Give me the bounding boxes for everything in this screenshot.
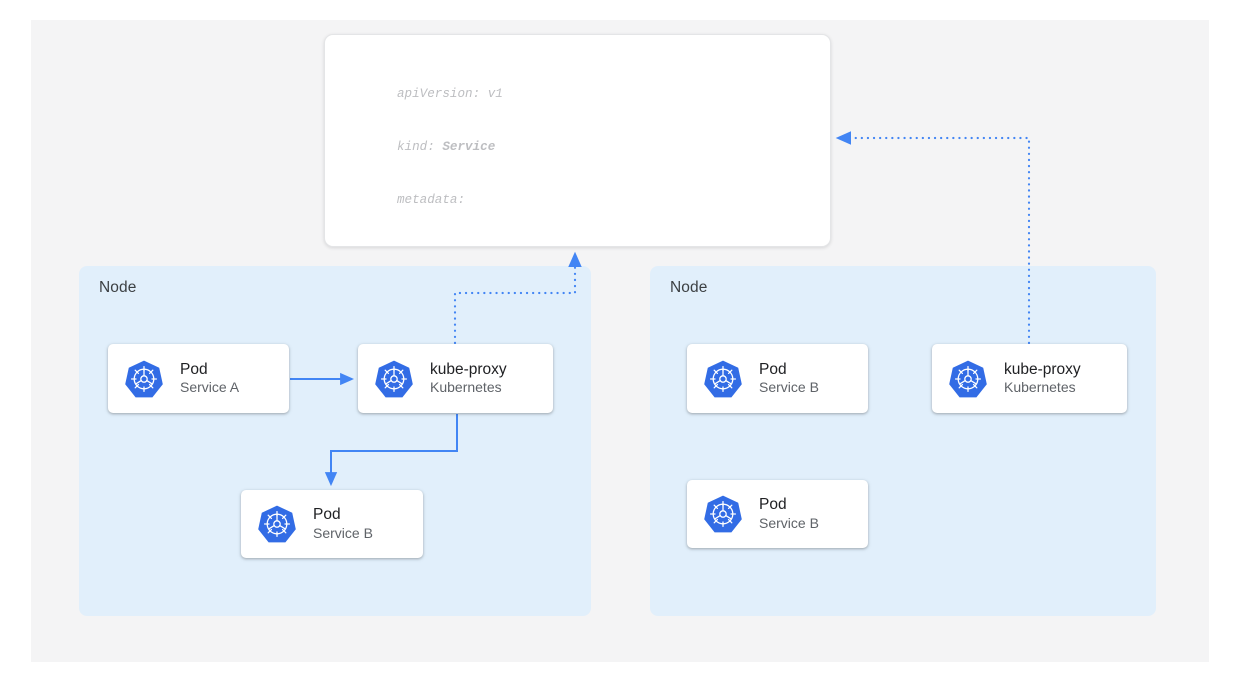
node-label: Node	[670, 279, 708, 296]
yaml-line: name: my-service	[397, 245, 707, 247]
node-panel-right: Node	[650, 266, 1156, 616]
entity-title: kube-proxy	[1004, 360, 1081, 378]
yaml-line: kind: Service	[397, 139, 707, 157]
entity-title: Pod	[759, 496, 787, 514]
entity-subtitle: Kubernetes	[430, 379, 502, 396]
entity-subtitle: Service B	[759, 379, 819, 396]
entity-title: kube-proxy	[430, 360, 507, 378]
entity-title: Pod	[313, 506, 341, 524]
entity-labels: kube-proxy Kubernetes	[430, 360, 507, 398]
entity-labels: Pod Service B	[759, 495, 819, 533]
node-label: Node	[99, 279, 137, 296]
entity-labels: Pod Service A	[180, 360, 239, 398]
kubernetes-logo-icon	[258, 505, 296, 543]
entity-pod-service-b-right-2[interactable]: Pod Service B	[687, 480, 868, 548]
entity-kube-proxy-right[interactable]: kube-proxy Kubernetes	[932, 344, 1127, 413]
kubernetes-logo-icon	[375, 360, 413, 397]
yaml-line: apiVersion: v1	[397, 87, 503, 102]
entity-labels: kube-proxy Kubernetes	[1004, 360, 1081, 398]
yaml-key: kind:	[397, 139, 443, 154]
entity-pod-service-b-right-1[interactable]: Pod Service B	[687, 344, 868, 413]
node-panel-left: Node	[79, 266, 591, 616]
entity-title: Pod	[759, 360, 787, 378]
entity-subtitle: Service B	[759, 514, 819, 531]
service-manifest-text: apiVersion: v1 kind: Service metadata: n…	[397, 51, 707, 247]
entity-subtitle: Service B	[313, 524, 373, 541]
service-manifest-card: apiVersion: v1 kind: Service metadata: n…	[324, 34, 831, 247]
kubernetes-logo-icon	[704, 360, 742, 397]
entity-labels: Pod Service B	[313, 505, 373, 543]
entity-subtitle: Kubernetes	[1004, 379, 1076, 396]
kubernetes-logo-icon	[704, 495, 742, 533]
kubernetes-logo-icon	[949, 360, 987, 397]
entity-kube-proxy-left[interactable]: kube-proxy Kubernetes	[358, 344, 553, 413]
kubernetes-logo-icon	[125, 360, 163, 397]
yaml-value-bold: Service	[442, 139, 496, 154]
yaml-line: metadata:	[397, 192, 466, 207]
entity-title: Pod	[180, 360, 208, 378]
entity-subtitle: Service A	[180, 379, 240, 396]
entity-pod-service-a[interactable]: Pod Service A	[108, 344, 289, 413]
entity-pod-service-b-left[interactable]: Pod Service B	[241, 490, 423, 558]
entity-labels: Pod Service B	[759, 360, 819, 398]
